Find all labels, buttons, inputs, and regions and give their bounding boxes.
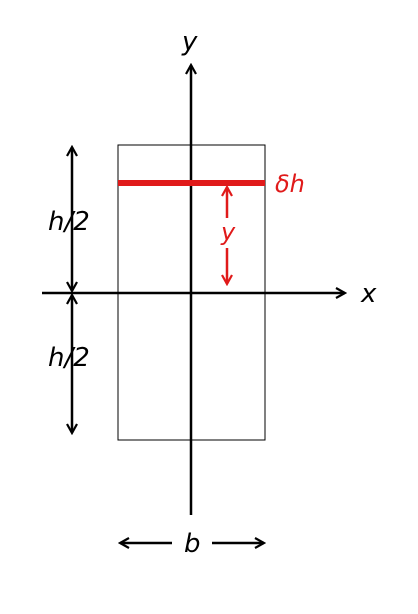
width-label: b: [184, 529, 201, 559]
strip-distance-label-backdrop: [217, 218, 239, 248]
x-axis-label: x: [360, 279, 377, 309]
strip-distance-label: y: [220, 218, 236, 246]
y-axis-label: y: [181, 27, 198, 57]
half-height-bottom-label: h/2: [48, 343, 90, 373]
strip-label: δh: [275, 170, 305, 198]
half-height-top-label: h/2: [48, 207, 90, 237]
